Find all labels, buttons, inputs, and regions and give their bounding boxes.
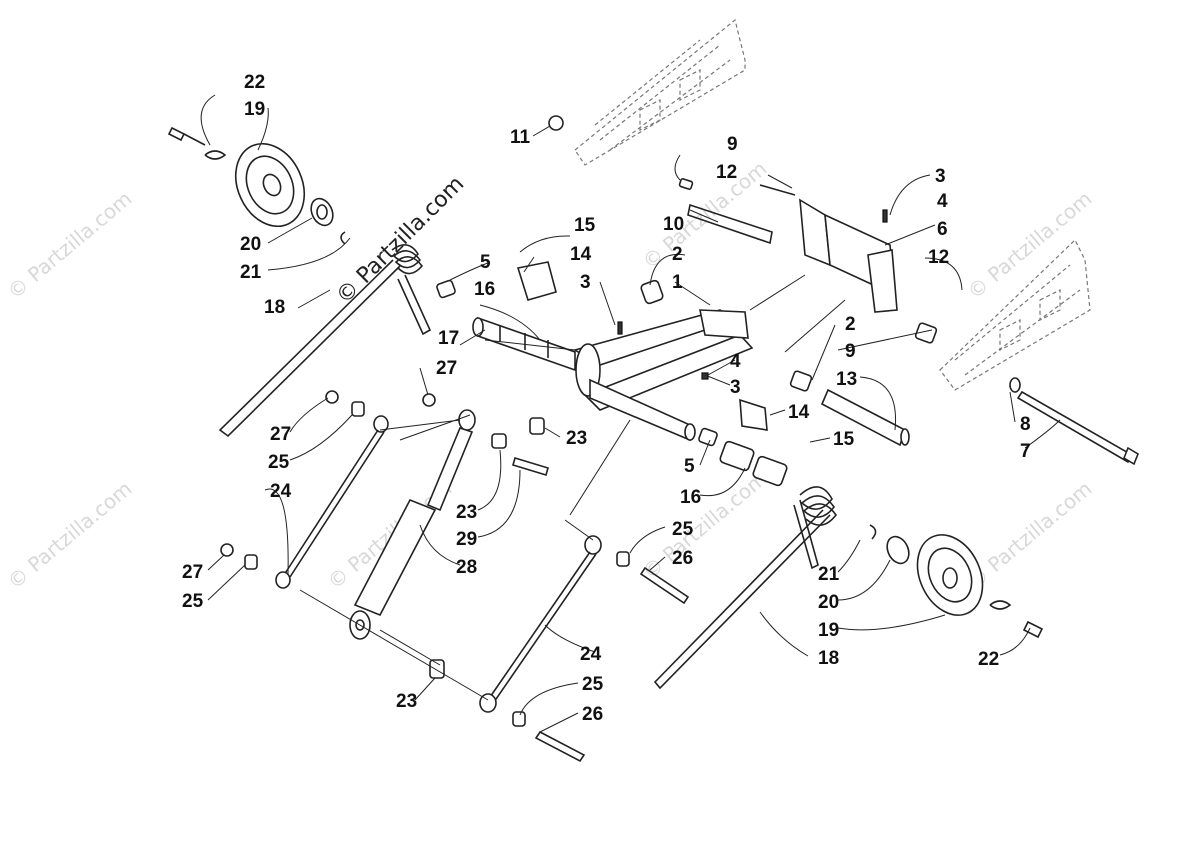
callout-11: 11 bbox=[510, 127, 531, 148]
callout-5-low: 5 bbox=[684, 456, 695, 477]
callout-3-low: 3 bbox=[730, 377, 741, 398]
shaft-13 bbox=[820, 388, 910, 447]
callout-28: 28 bbox=[456, 557, 477, 578]
swing-arm bbox=[572, 309, 754, 442]
bushing-11 bbox=[548, 115, 564, 131]
callout-17: 17 bbox=[438, 328, 459, 349]
torsion-spring-left bbox=[218, 244, 432, 438]
watermark-repeat: © Partzilla.com bbox=[963, 186, 1097, 304]
sleeve-5-left bbox=[436, 279, 456, 299]
rail-right bbox=[939, 239, 1091, 391]
callout-12-right: 12 bbox=[928, 247, 949, 268]
callout-1: 1 bbox=[672, 272, 683, 293]
callout-9-upper: 9 bbox=[727, 134, 738, 155]
callout-labels: 22 19 20 21 18 11 9 12 10 3 4 6 12 15 14… bbox=[182, 72, 1031, 725]
callout-21-left: 21 bbox=[240, 262, 262, 283]
grease-fitting-3-low bbox=[701, 372, 709, 380]
rail-upper bbox=[574, 18, 746, 166]
callout-27-mid: 27 bbox=[436, 358, 457, 379]
callout-14-low: 14 bbox=[788, 402, 810, 423]
callout-19-right: 19 bbox=[818, 620, 839, 641]
callout-3-upper: 3 bbox=[935, 166, 946, 187]
callout-8: 8 bbox=[1020, 414, 1031, 435]
callout-25-low: 25 bbox=[582, 674, 604, 695]
callout-20-left: 20 bbox=[240, 234, 261, 255]
idler-wheel-left bbox=[167, 126, 346, 245]
callout-4-upper: 4 bbox=[937, 191, 948, 212]
torsion-spring-right bbox=[653, 486, 837, 690]
callout-29: 29 bbox=[456, 529, 477, 550]
idler-wheel-right bbox=[869, 524, 1044, 639]
callout-9-right: 9 bbox=[845, 341, 856, 362]
callout-21-right: 21 bbox=[818, 564, 840, 585]
bolt-7 bbox=[1009, 377, 1139, 466]
callout-25-low-left: 25 bbox=[182, 591, 204, 612]
callout-2-right: 2 bbox=[845, 314, 856, 335]
watermark-repeat: © Partzilla.com bbox=[3, 476, 137, 594]
callout-12-upper: 12 bbox=[716, 162, 737, 183]
callout-5-upper: 5 bbox=[480, 252, 491, 273]
watermark-repeat: © Partzilla.com bbox=[3, 186, 137, 304]
callout-25-left: 25 bbox=[268, 452, 290, 473]
leader-lines bbox=[200, 94, 1061, 733]
callout-2-upper: 2 bbox=[672, 244, 683, 265]
upper-shaft-bracket bbox=[678, 178, 898, 313]
callout-18-left: 18 bbox=[264, 297, 285, 318]
callout-10: 10 bbox=[663, 214, 684, 235]
callout-26-mid: 26 bbox=[672, 548, 693, 569]
callout-15-low: 15 bbox=[833, 429, 855, 450]
callout-22-right: 22 bbox=[978, 649, 999, 670]
callout-24-low: 24 bbox=[580, 644, 602, 665]
callout-16-upper: 16 bbox=[474, 279, 495, 300]
callout-22-top: 22 bbox=[244, 72, 265, 93]
watermark-repeat: © Partzilla.com bbox=[638, 466, 772, 584]
bumper-14-upper bbox=[516, 261, 557, 301]
callout-26-low: 26 bbox=[582, 704, 603, 725]
right-spacers bbox=[698, 322, 938, 487]
callout-27-low: 27 bbox=[182, 562, 203, 583]
watermark-layer: © Partzilla.com © Partzilla.com © Partzi… bbox=[3, 156, 1097, 594]
callout-24-left: 24 bbox=[270, 481, 292, 502]
shaft-17 bbox=[472, 316, 576, 372]
callout-27-left: 27 bbox=[270, 424, 291, 445]
watermark-repeat: © Partzilla.com bbox=[963, 476, 1097, 594]
grease-fitting-3-upper bbox=[882, 209, 888, 223]
callout-19-top: 19 bbox=[244, 99, 265, 120]
callout-23-mid: 23 bbox=[456, 502, 477, 523]
callout-6: 6 bbox=[937, 219, 948, 240]
grease-fitting-3-mid bbox=[617, 321, 623, 335]
sleeve-2-upper bbox=[640, 279, 664, 305]
callout-4-mid: 4 bbox=[730, 351, 741, 372]
callout-16-low: 16 bbox=[680, 487, 701, 508]
callout-25-mid: 25 bbox=[672, 519, 694, 540]
callout-23-upper: 23 bbox=[566, 428, 587, 449]
watermark-repeat: © Partzilla.com bbox=[638, 156, 772, 274]
callout-23-low: 23 bbox=[396, 691, 417, 712]
callout-14-upper: 14 bbox=[570, 244, 592, 265]
callout-3-mid: 3 bbox=[580, 272, 591, 293]
shock-absorber bbox=[349, 409, 549, 640]
callout-15-upper: 15 bbox=[574, 215, 596, 236]
callout-7: 7 bbox=[1020, 441, 1031, 462]
link-rod-left bbox=[220, 390, 436, 589]
callout-20-right: 20 bbox=[818, 592, 839, 613]
callout-18-right: 18 bbox=[818, 648, 839, 669]
link-rod-right bbox=[429, 417, 690, 763]
callout-13: 13 bbox=[836, 369, 857, 390]
